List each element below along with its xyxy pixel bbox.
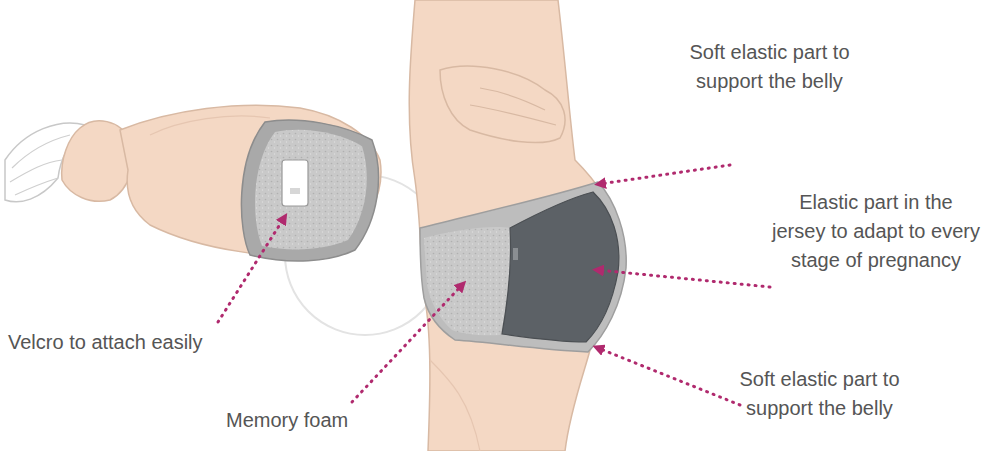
- illustration-part: [10, 135, 70, 195]
- illustration-part: [513, 248, 518, 260]
- callout-label: Elastic part in the jersey to adapt to e…: [770, 188, 982, 275]
- illustration-part: [600, 165, 730, 184]
- leader-arrows: [218, 165, 770, 405]
- callout-label: Memory foam: [226, 406, 406, 435]
- illustration-part: [430, 360, 480, 451]
- callout-label: Velcro to attach easily: [8, 328, 268, 357]
- illustration-part: [598, 270, 770, 287]
- lying-figure: [5, 105, 445, 335]
- illustration-part: [440, 66, 565, 143]
- illustration-part: [282, 160, 308, 206]
- illustration-part: [420, 182, 626, 352]
- illustration-part: [470, 88, 556, 125]
- illustration-part: [502, 192, 619, 342]
- illustration-part: [598, 348, 740, 405]
- callout-label: Soft elastic part to support the belly: [672, 38, 867, 96]
- standing-figure: [409, 0, 626, 451]
- callout-label: Soft elastic part to support the belly: [722, 365, 917, 423]
- illustration-part: [290, 188, 300, 194]
- illustration-part: [218, 218, 284, 322]
- illustration-part: [150, 116, 270, 135]
- illustration-part: [352, 285, 462, 402]
- illustration-part: [255, 130, 367, 250]
- illustration-part: [424, 227, 511, 335]
- illustration-part: [241, 120, 378, 261]
